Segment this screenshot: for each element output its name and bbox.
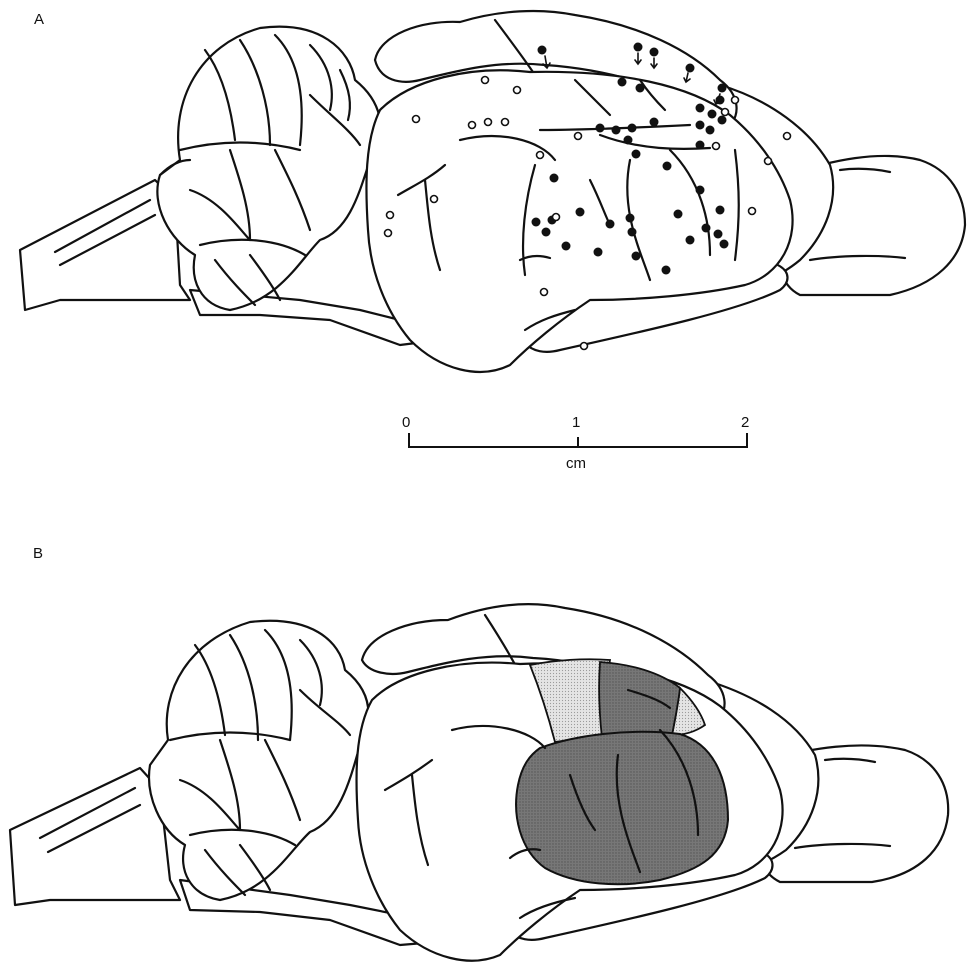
scale-tick-1: 1 [572,414,580,431]
scale-tick-2: 2 [741,414,749,431]
scale-tick-0: 0 [402,414,410,431]
scale-bar: 0 1 2 cm [402,414,749,472]
scale-unit: cm [566,455,586,472]
brain-drawing-b [10,604,948,960]
brain-drawing-a [20,11,965,372]
cerebellum-b [149,621,368,900]
cerebellum-a [157,27,380,310]
